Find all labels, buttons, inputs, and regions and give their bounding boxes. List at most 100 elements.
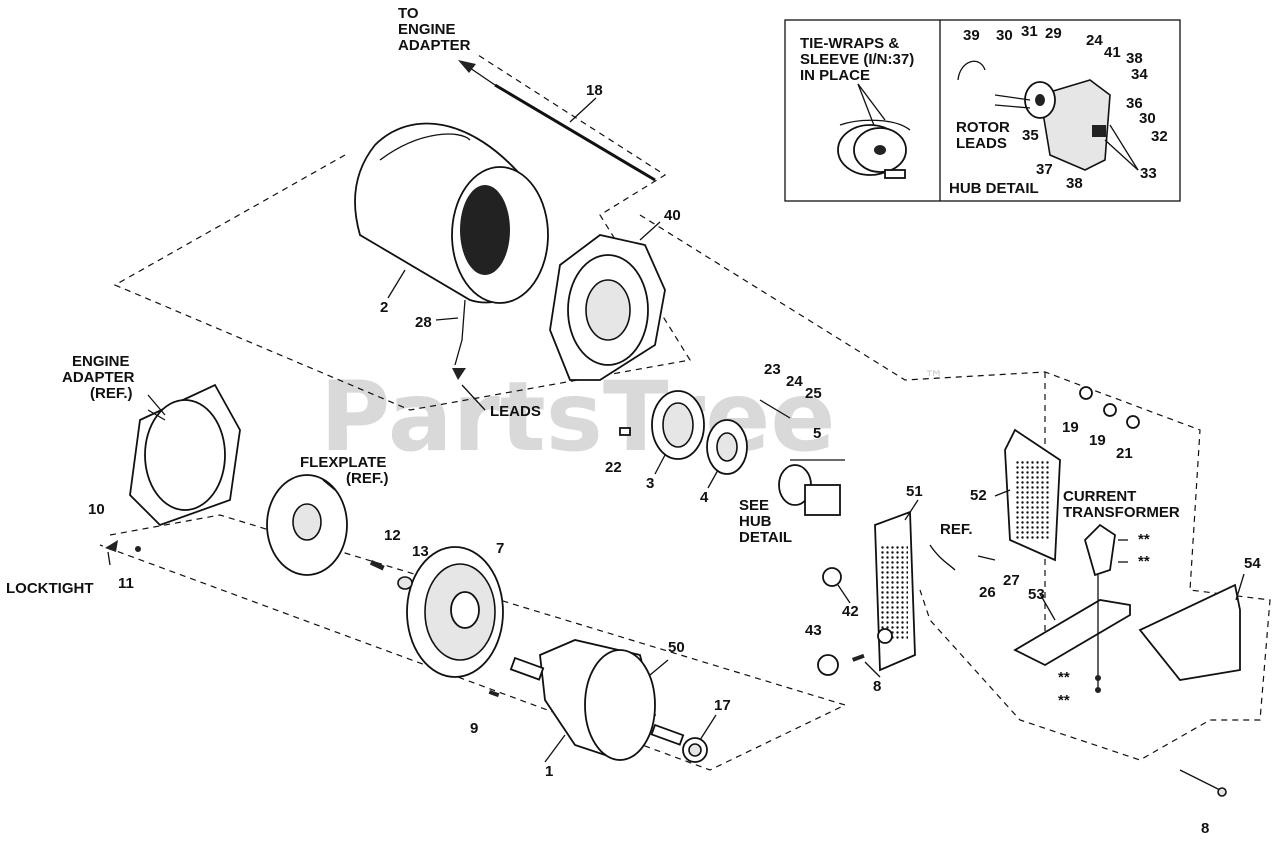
to-engine-adapter-2: ENGINE bbox=[398, 21, 456, 38]
rotor-leads-label-1: ROTOR bbox=[956, 119, 1010, 136]
stator-2 bbox=[354, 122, 549, 304]
callout-7: 7 bbox=[496, 540, 504, 557]
callout-54: 54 bbox=[1244, 555, 1261, 572]
bearing-17 bbox=[682, 737, 708, 763]
hub-callout-32: 32 bbox=[1151, 128, 1168, 145]
current-transformer-part bbox=[1083, 523, 1116, 693]
leads-label: LEADS bbox=[490, 403, 541, 420]
locktight-label: LOCKTIGHT bbox=[6, 580, 94, 597]
callout-5: 5 bbox=[813, 425, 821, 442]
fan-7 bbox=[406, 546, 504, 678]
nuts-19-21 bbox=[1079, 386, 1140, 429]
inset-hub-detail: 39 30 31 29 24 41 38 34 36 30 32 35 37 3… bbox=[949, 23, 1168, 197]
callout-26: 26 bbox=[979, 584, 996, 601]
engine-adapter-ref-2: ADAPTER bbox=[62, 369, 135, 386]
see-hub-detail-3: DETAIL bbox=[739, 529, 792, 546]
hub-callout-36: 36 bbox=[1126, 95, 1143, 112]
hub-callout-34: 34 bbox=[1131, 66, 1148, 83]
callout-50: 50 bbox=[668, 639, 685, 656]
ref-label: REF. bbox=[940, 521, 973, 538]
text-labels: TO ENGINE ADAPTER ENGINE ADAPTER (REF.) … bbox=[6, 5, 1180, 597]
callout-40: 40 bbox=[664, 207, 681, 224]
callout-19b: 19 bbox=[1089, 432, 1106, 449]
see-hub-detail-1: SEE bbox=[739, 497, 769, 514]
tie-wraps-caption-2: SLEEVE (I/N:37) bbox=[800, 51, 914, 68]
hub-detail-caption: HUB DETAIL bbox=[949, 180, 1039, 197]
current-transformer-2: TRANSFORMER bbox=[1063, 504, 1180, 521]
callout-12: 12 bbox=[384, 527, 401, 544]
callout-3: 3 bbox=[646, 475, 654, 492]
callout-21: 21 bbox=[1116, 445, 1133, 462]
tie-wraps-caption-3: IN PLACE bbox=[800, 67, 870, 84]
current-transformer-1: CURRENT bbox=[1063, 488, 1136, 505]
rotor-1 bbox=[509, 639, 685, 762]
callout-18: 18 bbox=[586, 82, 603, 99]
hub-callout-38b: 38 bbox=[1066, 175, 1083, 192]
callout-10: 10 bbox=[88, 501, 105, 518]
cover-54 bbox=[1138, 583, 1241, 681]
callout-13: 13 bbox=[412, 543, 429, 560]
callout-1: 1 bbox=[545, 763, 553, 780]
callout-25: 25 bbox=[805, 385, 822, 402]
callout-23: 23 bbox=[764, 361, 781, 378]
hub-callout-37: 37 bbox=[1036, 161, 1053, 178]
inset-frame bbox=[784, 19, 1181, 202]
stud-18 bbox=[458, 60, 656, 182]
hub-callout-39: 39 bbox=[963, 27, 980, 44]
leads-28 bbox=[452, 299, 486, 411]
flexplate-ref-2: (REF.) bbox=[346, 470, 389, 487]
grommets-42-43 bbox=[817, 567, 893, 676]
callout-2: 2 bbox=[380, 299, 388, 316]
hub-callout-33: 33 bbox=[1140, 165, 1157, 182]
callout-11: 11 bbox=[118, 575, 134, 592]
to-engine-adapter-3: ADAPTER bbox=[398, 37, 471, 54]
callouts: 18 2 28 40 23 24 25 5 22 3 4 19 19 21 52… bbox=[88, 82, 1261, 837]
engine-adapter-ref-1: ENGINE bbox=[72, 353, 130, 370]
callout-star-4: ** bbox=[1058, 692, 1070, 709]
bracket-53 bbox=[1013, 599, 1131, 667]
hub-callout-29: 29 bbox=[1045, 25, 1062, 42]
engine-adapter-ref-3: (REF.) bbox=[90, 385, 133, 402]
panel-52 bbox=[1004, 428, 1061, 562]
callout-9: 9 bbox=[470, 720, 478, 737]
flexplate-ref-1: FLEXPLATE bbox=[300, 454, 386, 471]
callout-28: 28 bbox=[415, 314, 432, 331]
hub-callout-35: 35 bbox=[1022, 127, 1039, 144]
callout-17: 17 bbox=[714, 697, 731, 714]
callout-8b: 8 bbox=[1201, 820, 1209, 837]
inset-tie-wraps: TIE-WRAPS & SLEEVE (I/N:37) IN PLACE bbox=[800, 35, 914, 179]
screw-8-bottom bbox=[1179, 769, 1227, 797]
tie-wraps-caption-1: TIE-WRAPS & bbox=[800, 35, 899, 52]
callout-star-3: ** bbox=[1058, 669, 1070, 686]
hub-callout-41: 41 bbox=[1104, 44, 1121, 61]
callout-24: 24 bbox=[786, 373, 803, 390]
callout-43: 43 bbox=[805, 622, 822, 639]
callout-42: 42 bbox=[842, 603, 859, 620]
hub-callout-31: 31 bbox=[1021, 23, 1038, 40]
callout-27: 27 bbox=[1003, 572, 1020, 589]
hub-parts bbox=[619, 390, 845, 516]
callout-19a: 19 bbox=[1062, 419, 1079, 436]
end-bell-40 bbox=[549, 234, 666, 381]
hub-callout-24: 24 bbox=[1086, 32, 1103, 49]
callout-8a: 8 bbox=[873, 678, 881, 695]
hub-callout-30b: 30 bbox=[1139, 110, 1156, 127]
leader-lines bbox=[147, 97, 1245, 763]
engine-adapter bbox=[129, 383, 241, 527]
callout-star-1: ** bbox=[1138, 531, 1150, 548]
callout-53: 53 bbox=[1028, 586, 1045, 603]
callout-4: 4 bbox=[700, 489, 709, 506]
hub-callout-30: 30 bbox=[996, 27, 1013, 44]
callout-22: 22 bbox=[605, 459, 622, 476]
to-engine-adapter-1: TO bbox=[398, 5, 419, 22]
see-hub-detail-2: HUB bbox=[739, 513, 772, 530]
ref-wire bbox=[929, 544, 996, 571]
flexplate bbox=[266, 474, 348, 576]
callout-51: 51 bbox=[906, 483, 923, 500]
callout-52: 52 bbox=[970, 487, 987, 504]
hub-callout-38: 38 bbox=[1126, 50, 1143, 67]
panel-51 bbox=[874, 510, 916, 672]
small-hardware bbox=[105, 540, 500, 698]
